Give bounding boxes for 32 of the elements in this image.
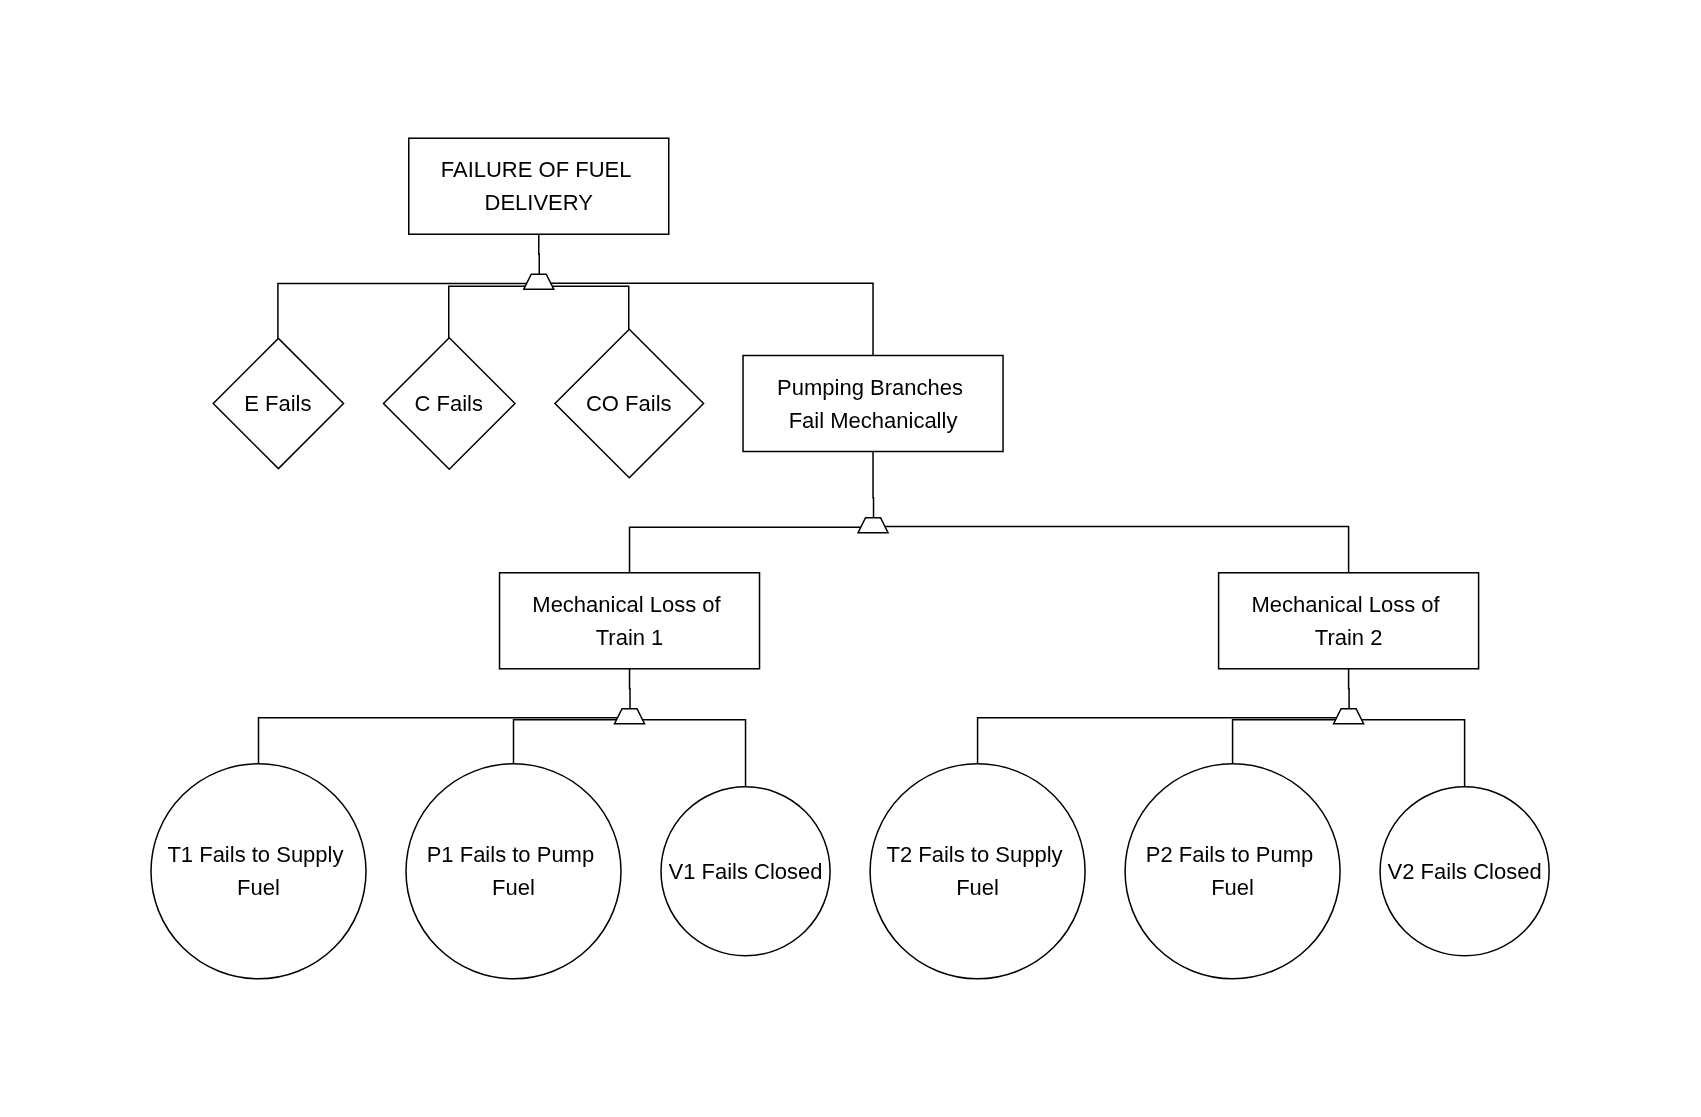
node-gate — [613, 708, 647, 725]
node-box: Mechanical Loss of Train 2 — [1218, 572, 1480, 670]
node-diamond: E Fails — [212, 337, 345, 470]
connector — [513, 719, 619, 765]
connector — [1348, 668, 1351, 711]
connector — [872, 450, 875, 520]
connector — [977, 716, 1339, 765]
node-circle: V1 Fails Closed — [660, 786, 832, 957]
node-diamond: CO Fails — [554, 328, 706, 479]
node-circle: T1 Fails to Supply Fuel — [150, 763, 368, 980]
connector — [629, 668, 632, 711]
connector — [1361, 719, 1466, 788]
connector — [552, 285, 630, 330]
connector — [884, 525, 1350, 574]
node-gate — [1332, 708, 1366, 725]
connector — [642, 719, 747, 788]
node-box: FAILURE OF FUEL DELIVERY — [408, 137, 670, 235]
node-circle: V2 Fails Closed — [1379, 786, 1551, 957]
node-box: Mechanical Loss of Train 1 — [499, 572, 761, 670]
node-circle: T2 Fails to Supply Fuel — [869, 763, 1087, 980]
connector — [550, 282, 875, 357]
connector — [538, 233, 541, 276]
node-box: Pumping Branches Fail Mechanically — [742, 354, 1005, 453]
connector — [277, 282, 529, 340]
connector — [258, 716, 620, 765]
node-diamond: C Fails — [382, 336, 517, 471]
node-gate — [857, 517, 890, 534]
connector — [629, 526, 863, 574]
node-circle: P2 Fails to Pump Fuel — [1124, 763, 1342, 980]
node-gate — [522, 273, 556, 290]
node-circle: P1 Fails to Pump Fuel — [405, 763, 623, 980]
connector — [1232, 719, 1338, 765]
